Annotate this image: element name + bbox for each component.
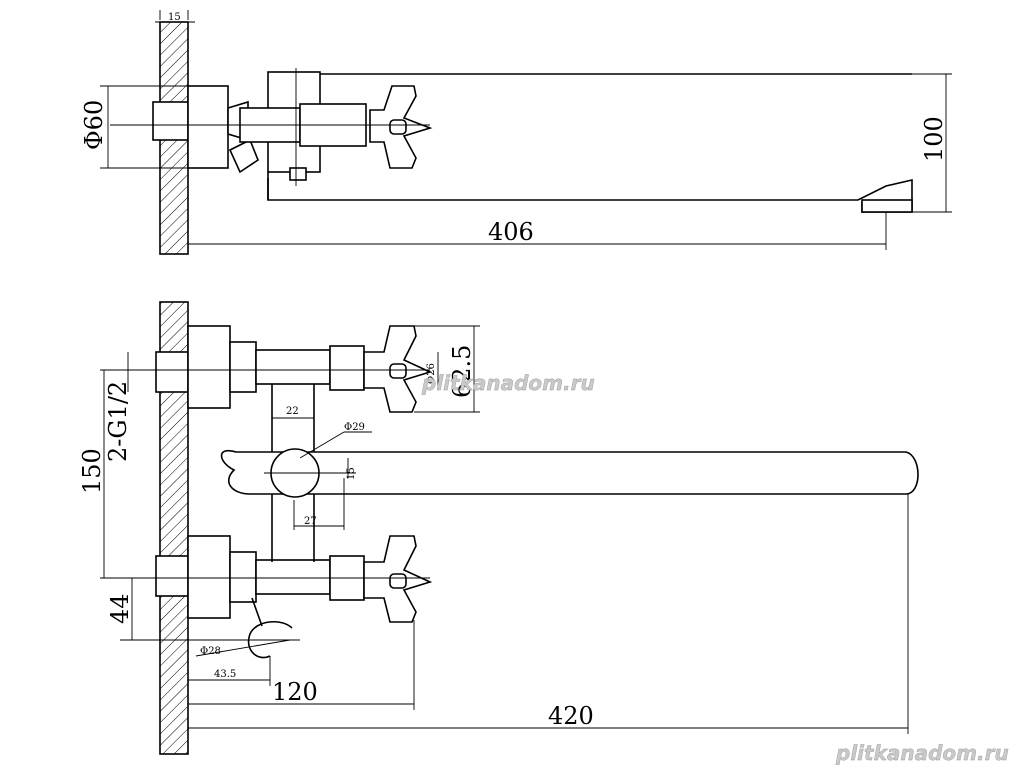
front-view: 62.5 Φ26 2-G1/2 150 22 Φ29 15 27 44 [78,301,919,755]
dim-bottom-44: 44 [106,593,134,624]
shower-holder [247,621,293,659]
dim-length-406: 406 [488,218,534,246]
spout-top [267,178,913,213]
dim-spacing-150: 150 [78,448,106,494]
dim-diameter-29: Φ29 [344,422,365,433]
wall-nut-top [152,101,189,141]
dim-offset-27: 27 [304,516,317,527]
dim-inlet-thread: 2-G1/2 [104,381,132,462]
wall-nut-lower [155,555,189,597]
top-view: 15 Φ60 100 406 [80,10,952,255]
eccentric-top [187,85,229,169]
watermark-corner: plitkanadom.ru [835,741,1009,765]
spout-front [220,449,919,495]
dim-diameter-60: Φ60 [80,100,108,150]
wall-nut-upper [155,351,189,393]
dim-depth-120: 120 [272,678,318,706]
dim-diameter-28: Φ28 [200,646,221,657]
dim-offset-43-5: 43.5 [214,669,236,680]
dim-offset-22: 22 [286,406,299,417]
dim-spout-length-420: 420 [548,702,594,730]
dim-diameter-26: Φ26 [426,363,437,384]
dim-height-62-5: 62.5 [448,345,476,398]
dim-height-100: 100 [920,116,948,162]
watermark-center: plitkanadom.ru [421,371,595,395]
dim-spout-15: 15 [346,467,357,480]
dim-wall-thickness: 15 [168,12,181,23]
